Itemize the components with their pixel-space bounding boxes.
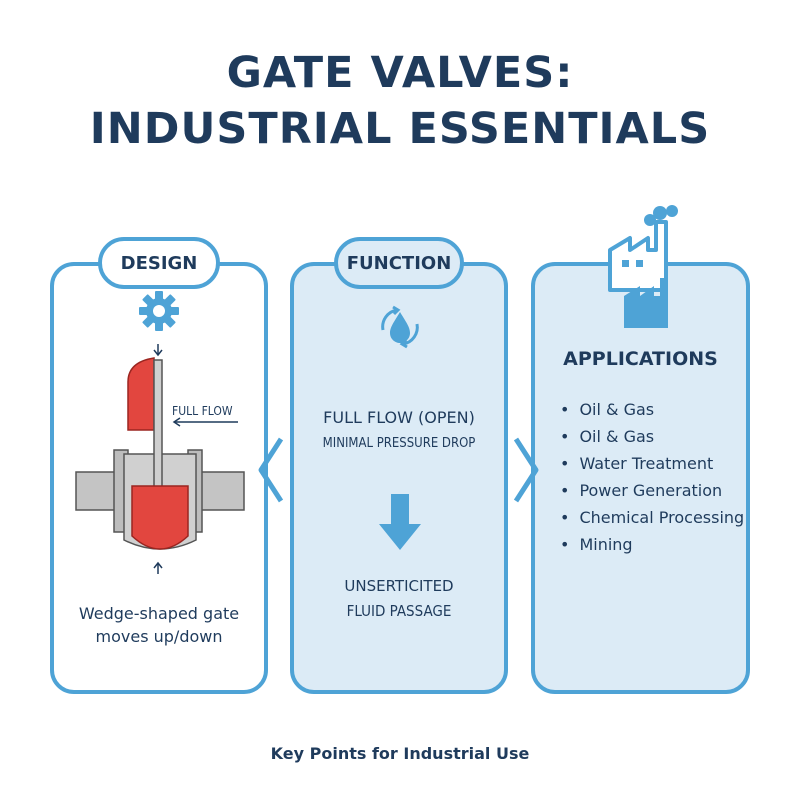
function-line-1: FULL FLOW (OPEN) (323, 408, 475, 427)
design-caption-line-2: moves up/down (95, 627, 223, 646)
flow-label: FULL FLOW (172, 404, 233, 418)
function-tab: FUNCTION (334, 237, 464, 289)
chevron-right-icon (258, 437, 284, 503)
down-arrow-icon (379, 494, 421, 550)
title-line-2: INDUSTRIAL ESSENTIALS (89, 104, 711, 154)
chevron-right-icon (513, 437, 539, 503)
list-item: Chemical Processing (560, 504, 744, 531)
applications-list: Oil & Gas Oil & Gas Water Treatment Powe… (560, 396, 744, 558)
list-item: Water Treatment (560, 450, 744, 477)
water-drop-cycle-icon (381, 305, 419, 349)
list-item: Oil & Gas (560, 423, 744, 450)
function-line-4: FLUID PASSAGE (346, 602, 452, 620)
design-caption-line-1: Wedge-shaped gate (78, 604, 240, 623)
function-line-2: MINIMAL PRESSURE DROP (322, 436, 476, 451)
function-line-3: UNSERTICITED (344, 577, 454, 595)
list-item: Oil & Gas (560, 396, 744, 423)
factory-icon (608, 205, 678, 328)
gear-icon (139, 291, 179, 331)
footer-caption: Key Points for Industrial Use (270, 744, 530, 763)
list-item: Mining (560, 531, 744, 558)
title-line-1: GATE VALVES: (226, 48, 574, 98)
gate-valve-diagram (75, 344, 245, 574)
design-tab: DESIGN (98, 237, 220, 289)
applications-heading: APPLICATIONS (563, 348, 718, 370)
list-item: Power Generation (560, 477, 744, 504)
